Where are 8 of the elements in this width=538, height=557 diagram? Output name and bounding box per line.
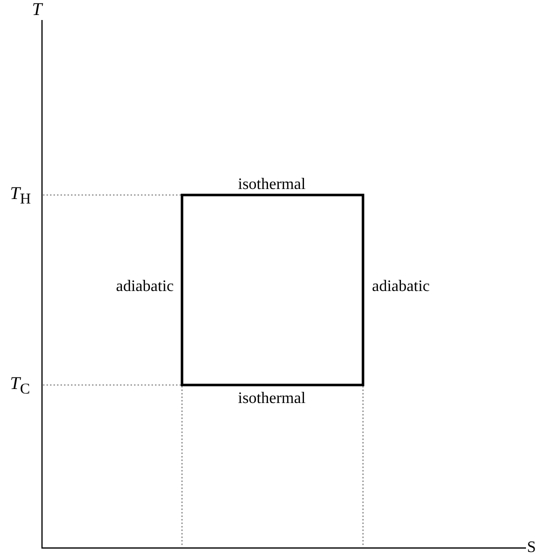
process-label: isothermal [238, 390, 306, 408]
axis-label: T [32, 0, 42, 18]
tick-label: T$_{H}$ [10, 184, 31, 209]
axis-label: S [527, 539, 536, 557]
tick-label: T$_{C}$ [10, 374, 30, 399]
process-label: isothermal [238, 176, 306, 194]
process-label: adiabatic [116, 278, 174, 296]
process-label: adiabatic [372, 278, 430, 296]
